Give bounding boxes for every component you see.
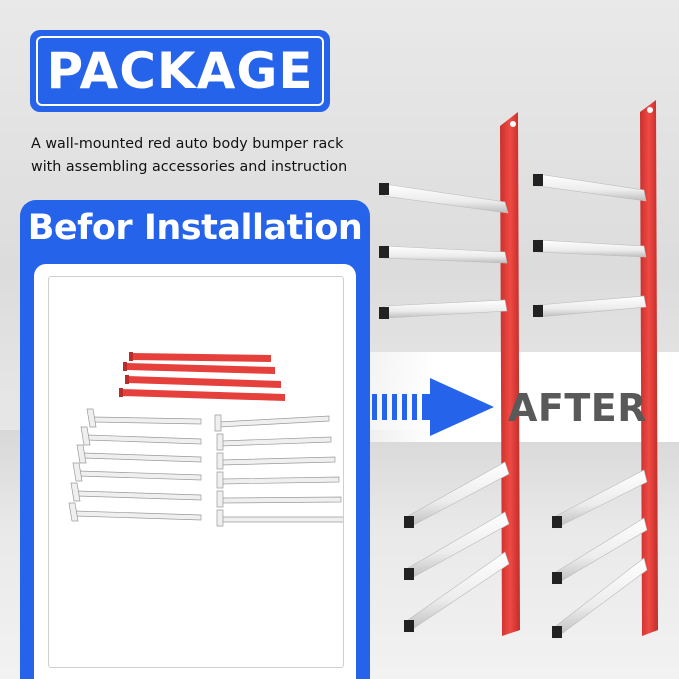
rack-arm [552,469,648,529]
package-title: PACKAGE [46,42,314,100]
mounting-hole [510,121,516,127]
rack-upright-left [500,112,520,636]
mounting-hole [647,107,653,113]
installed-rack-left [379,112,520,636]
rack-arm [552,557,648,639]
description-line-2: with assembling accessories and instruct… [31,159,348,175]
rack-arm [379,299,508,319]
rack-arm [533,295,647,318]
rack-arm [404,551,510,633]
rack-arm [379,245,508,264]
rack-arm [404,511,510,581]
before-installation-card: Befor Installation [20,200,370,679]
arm-parts-left [68,408,202,522]
rack-arm [533,239,647,258]
parts-frame [48,276,344,668]
before-installation-title: Befor Installation [27,208,363,248]
package-description: A wall-mounted red auto body bumper rack… [31,133,361,179]
rack-arm [404,461,510,529]
title-badge-border [36,36,324,106]
unassembled-parts-illustration [68,352,343,527]
rack-arm [533,173,647,202]
rack-arm [552,517,648,585]
rack-arm [379,183,509,214]
red-upright-parts [119,352,285,401]
after-label: AFTER [508,386,648,430]
arm-parts-right [214,414,343,527]
parts-panel [34,264,356,679]
package-title-badge: PACKAGE [30,30,330,112]
installed-rack-right [533,100,658,639]
arrow-right-icon [372,378,494,436]
description-line-1: A wall-mounted red auto body bumper rack [31,136,344,152]
rack-upright-right [640,100,658,636]
